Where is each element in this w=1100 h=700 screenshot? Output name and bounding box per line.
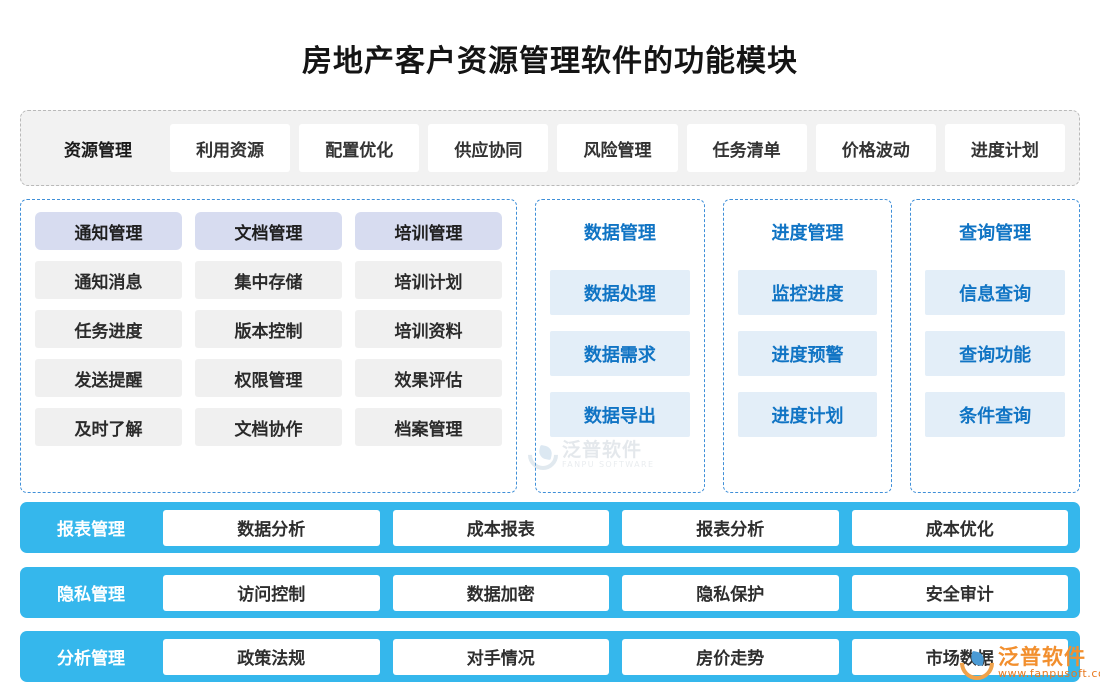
- bar-lead-label: 隐私管理: [57, 585, 125, 605]
- column-item-chip[interactable]: 数据导出: [550, 392, 690, 437]
- column-item-chip[interactable]: 发送提醒: [35, 359, 182, 397]
- bar-chip[interactable]: 数据加密: [392, 574, 609, 611]
- bar-chip[interactable]: 成本报表: [392, 509, 609, 546]
- bar-lead-label: 报表管理: [57, 520, 125, 540]
- module-column-notice: 通知管理 通知消息 任务进度 发送提醒 及时了解: [35, 212, 182, 482]
- top-band-chip[interactable]: 配置优化: [299, 124, 420, 172]
- bar-lead-label: 分析管理: [57, 649, 125, 669]
- module-box-query: 查询管理 信息查询 查询功能 条件查询: [910, 199, 1081, 493]
- column-item-chip[interactable]: 数据处理: [550, 270, 690, 315]
- top-band-chip[interactable]: 进度计划: [944, 124, 1065, 172]
- bar-chip[interactable]: 政策法规: [163, 638, 380, 675]
- column-item-chip[interactable]: 效果评估: [355, 359, 502, 397]
- module-box-left-group: 通知管理 通知消息 任务进度 发送提醒 及时了解 文档管理 集中存储 版本控制 …: [20, 199, 517, 493]
- column-item-chip[interactable]: 文档协作: [195, 408, 342, 446]
- column-item-chip[interactable]: 档案管理: [355, 408, 502, 446]
- column-item-chip[interactable]: 数据需求: [550, 331, 690, 376]
- column-item-chip[interactable]: 培训资料: [355, 310, 502, 348]
- bar-chip[interactable]: 房价走势: [622, 638, 839, 675]
- column-item-chip[interactable]: 信息查询: [925, 270, 1066, 315]
- top-band-chip[interactable]: 风险管理: [557, 124, 678, 172]
- column-item-chip[interactable]: 版本控制: [195, 310, 342, 348]
- column-item-chip[interactable]: 进度计划: [737, 392, 878, 437]
- column-header-label: 数据管理: [583, 223, 656, 244]
- bottom-bar-analysis: 分析管理 政策法规 对手情况 房价走势 市场数据: [20, 631, 1080, 682]
- bar-chip[interactable]: 报表分析: [622, 509, 839, 546]
- column-item-chip[interactable]: 及时了解: [35, 408, 182, 446]
- bar-chip[interactable]: 访问控制: [163, 574, 380, 611]
- bar-chip[interactable]: 安全审计: [851, 574, 1068, 611]
- column-item-chip[interactable]: 通知消息: [35, 261, 182, 299]
- column-item-chip[interactable]: 培训计划: [355, 261, 502, 299]
- top-resource-band: 资源管理 利用资源 配置优化 供应协同 风险管理 任务清单 价格波动 进度计划: [20, 110, 1080, 186]
- column-item-chip[interactable]: 权限管理: [195, 359, 342, 397]
- top-band-chip[interactable]: 利用资源: [170, 124, 291, 172]
- module-column-document: 文档管理 集中存储 版本控制 权限管理 文档协作: [195, 212, 342, 482]
- column-header-label: 进度管理: [771, 223, 844, 244]
- middle-module-row: 通知管理 通知消息 任务进度 发送提醒 及时了解 文档管理 集中存储 版本控制 …: [20, 199, 1081, 493]
- column-header-label: 查询管理: [959, 223, 1032, 244]
- bottom-bar-privacy: 隐私管理 访问控制 数据加密 隐私保护 安全审计: [20, 567, 1080, 618]
- bar-chip[interactable]: 数据分析: [163, 509, 380, 546]
- column-item-chip[interactable]: 任务进度: [35, 310, 182, 348]
- top-band-chip[interactable]: 供应协同: [428, 124, 549, 172]
- column-header-chip[interactable]: 培训管理: [355, 212, 502, 250]
- column-item-chip[interactable]: 监控进度: [737, 270, 878, 315]
- bottom-bar-report: 报表管理 数据分析 成本报表 报表分析 成本优化: [20, 502, 1080, 553]
- bar-chip[interactable]: 成本优化: [851, 509, 1068, 546]
- page-title: 房地产客户资源管理软件的功能模块: [302, 44, 798, 79]
- top-band-lead-label: 资源管理: [64, 140, 132, 161]
- module-column-training: 培训管理 培训计划 培训资料 效果评估 档案管理: [355, 212, 502, 482]
- column-item-chip[interactable]: 查询功能: [925, 331, 1066, 376]
- column-item-chip[interactable]: 集中存储: [195, 261, 342, 299]
- module-box-schedule: 进度管理 监控进度 进度预警 进度计划: [722, 199, 893, 493]
- bar-chip[interactable]: 市场数据: [851, 638, 1068, 675]
- bar-chip[interactable]: 对手情况: [392, 638, 609, 675]
- top-band-chip[interactable]: 任务清单: [686, 124, 807, 172]
- bar-chip[interactable]: 隐私保护: [622, 574, 839, 611]
- column-header-chip[interactable]: 通知管理: [35, 212, 182, 250]
- column-item-chip[interactable]: 进度预警: [737, 331, 878, 376]
- column-header-chip[interactable]: 文档管理: [195, 212, 342, 250]
- module-box-data: 数据管理 数据处理 数据需求 数据导出: [535, 199, 705, 493]
- top-band-chip[interactable]: 价格波动: [815, 124, 936, 172]
- column-item-chip[interactable]: 条件查询: [925, 392, 1066, 437]
